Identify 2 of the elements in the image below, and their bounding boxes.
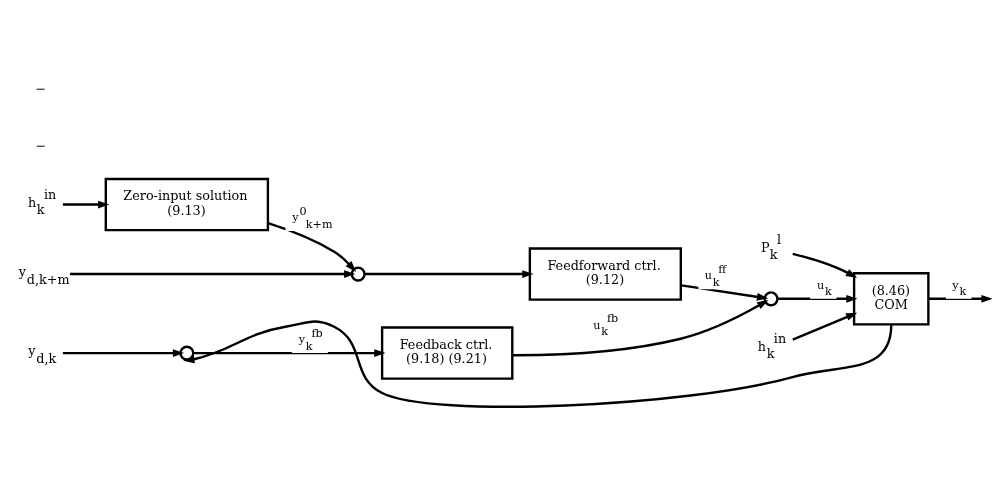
label: − <box>35 80 47 96</box>
label: − <box>35 138 47 154</box>
